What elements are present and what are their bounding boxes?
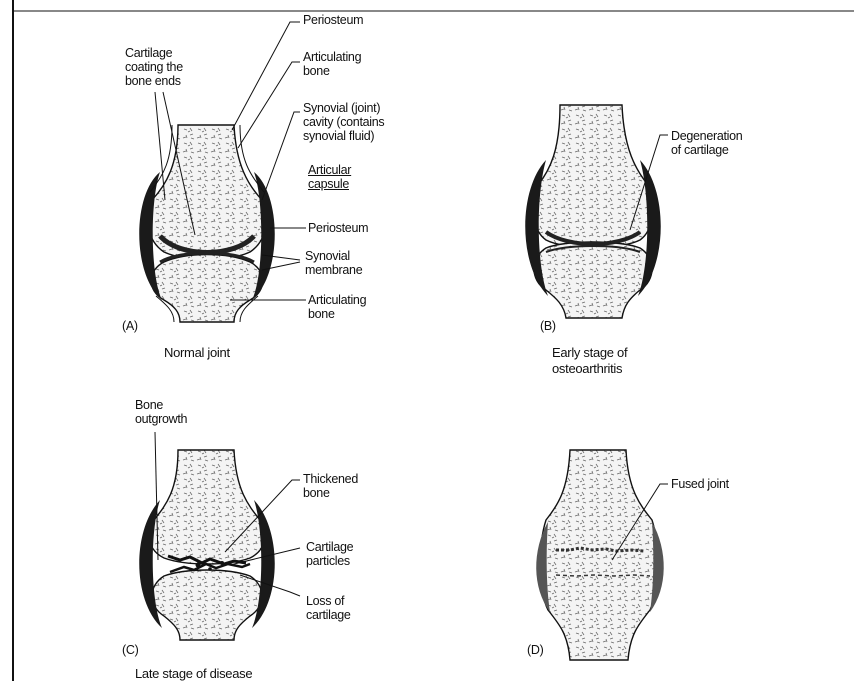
label-cartilage-coating: Cartilage coating the bone ends [125,46,183,88]
panel-b-letter: (B) [540,319,556,333]
label-articular-capsule: Articular capsule [308,163,351,191]
panel-b-caption: Early stage of osteoarthritis [552,345,627,377]
panel-a-caption: Normal joint [164,345,230,361]
figure-border [13,0,854,681]
label-synovial-membrane: Synovial membrane [305,249,362,277]
joint-c-drawing [139,450,275,640]
label-cartilage-particles: Cartilage particles [306,540,353,568]
label-degeneration-of-cartilage: Degeneration of cartilage [671,129,742,157]
joint-a-drawing [139,125,275,322]
joint-b-drawing [525,105,661,318]
label-fused-joint: Fused joint [671,477,729,491]
label-bone-outgrowth: Bone outgrowth [135,398,187,426]
label-periosteum-mid: Periosteum [308,221,368,235]
panel-c-caption: Late stage of disease [135,666,252,682]
joint-d-drawing [536,450,664,660]
label-synovial-cavity: Synovial (joint) cavity (contains synovi… [303,101,384,143]
label-articulating-bone-top: Articulating bone [303,50,361,78]
panel-c-letter: (C) [122,643,138,657]
label-periosteum-top: Periosteum [303,13,363,27]
label-articulating-bone-bottom: Articulating bone [308,293,366,321]
label-loss-of-cartilage: Loss of cartilage [306,594,351,622]
panel-d-letter: (D) [527,643,543,657]
panel-a-letter: (A) [122,319,138,333]
label-thickened-bone: Thickened bone [303,472,358,500]
